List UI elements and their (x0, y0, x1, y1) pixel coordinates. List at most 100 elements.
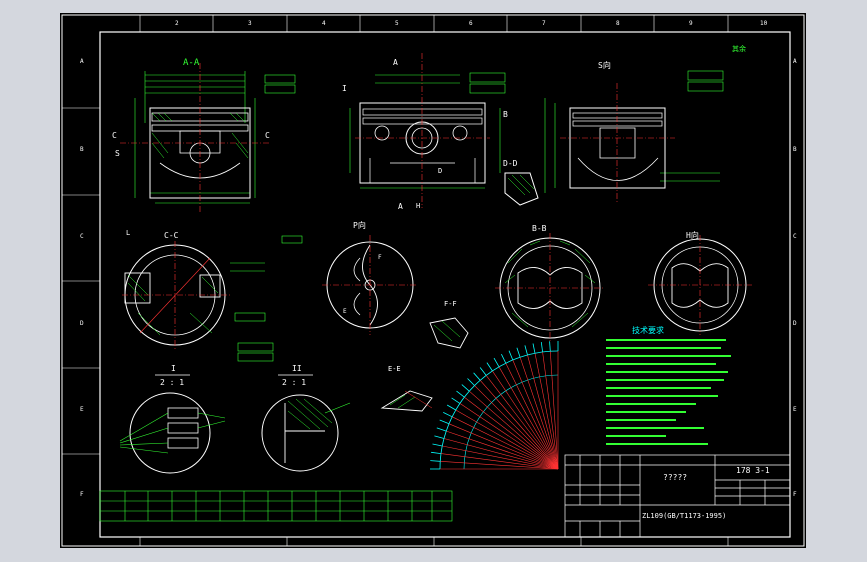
section-aa-view: A-A C C S (112, 58, 296, 213)
fan-tick (486, 362, 493, 372)
fan-ray (464, 396, 559, 470)
section-cc-view: C-C L (122, 229, 274, 362)
zone-row-d-right: D (793, 320, 797, 327)
fan-ray (455, 409, 559, 470)
fan-tick (493, 357, 500, 367)
fan-ray (512, 359, 559, 470)
outer-frame (61, 14, 805, 547)
section-bb-view: B-B (495, 224, 605, 343)
marker-f: F (378, 254, 382, 261)
fan-ray (474, 385, 559, 470)
view-h-title: H向 (686, 230, 699, 240)
fan-ray (550, 351, 559, 470)
fan-tick (446, 404, 456, 411)
fan-tick (461, 384, 470, 392)
cad-drawing: 2 3 4 5 6 7 8 9 10 A B C D E F A B C D E… (61, 14, 805, 547)
zone-row-c-right: C (793, 233, 797, 240)
zone-row-a: A (80, 58, 84, 65)
title-block: ????? 178 3-1 ZL109(GB/T1173-1995) (564, 454, 791, 538)
zone-col-8: 9 (689, 20, 693, 27)
marker-c-left: C (112, 131, 117, 140)
marker-b: B (503, 110, 508, 119)
material-standard: ZL109(GB/T1173-1995) (642, 512, 726, 520)
tech-requirements-title: 技术要求 (632, 325, 664, 335)
fan-tick (434, 435, 445, 439)
fan-ray (440, 461, 559, 470)
detail-ii-title: II (292, 364, 302, 373)
marker-h: H (416, 202, 420, 210)
fan-tick (467, 378, 475, 386)
fan-ray (527, 354, 559, 470)
zone-row-a-right: A (793, 58, 797, 65)
fan-tick (432, 443, 443, 447)
angle-fan (430, 341, 559, 470)
marker-d: D (438, 167, 442, 175)
marker-s: S (115, 149, 120, 158)
marker-l: L (126, 229, 130, 237)
part-name: ????? (663, 473, 687, 482)
zone-col-1: 2 (175, 20, 179, 27)
zone-row-b-right: B (793, 146, 797, 153)
fan-tick (456, 390, 465, 398)
zone-col-9: 10 (760, 20, 768, 27)
drawing-sheet: 2 3 4 5 6 7 8 9 10 A B C D E F A B C D E… (60, 13, 806, 548)
p-view: P向 F E (281, 220, 418, 335)
fan-ray (469, 390, 559, 470)
fan-ray (492, 370, 559, 470)
section-ee-view: E-E (380, 365, 433, 412)
zone-col-3: 4 (322, 20, 326, 27)
zone-row-c: C (80, 233, 84, 240)
section-dd-title: D-D (503, 159, 518, 168)
detail-i-view: I 2 : 1 (119, 364, 226, 474)
marker-e: E (343, 308, 347, 315)
marker-a-top: A (393, 58, 398, 67)
section-bb-title: B-B (532, 224, 547, 233)
fan-tick (501, 354, 507, 364)
detail-i-title: I (171, 364, 176, 373)
section-aa-title: A-A (183, 58, 200, 68)
fan-tick (443, 412, 453, 418)
fan-tick (451, 397, 461, 404)
zone-col-7: 8 (616, 20, 620, 27)
fan-tick (473, 372, 481, 381)
zone-row-d: D (80, 320, 84, 327)
fan-ray (452, 416, 559, 470)
inner-frame (99, 31, 791, 538)
fan-ray (459, 403, 559, 470)
fan-tick (524, 345, 528, 356)
fan-tick (431, 451, 442, 454)
fan-tick (479, 367, 487, 376)
detail-ii-scale: 2 : 1 (282, 378, 306, 387)
fan-tick (430, 460, 441, 462)
view-s-title: S向 (598, 60, 611, 70)
zone-col-2: 3 (248, 20, 252, 27)
s-view: S向 其余 (544, 44, 746, 203)
zone-row-f-right: F (793, 491, 797, 498)
fan-ray (542, 351, 559, 470)
fan-tick (516, 347, 521, 358)
fan-ray (519, 357, 559, 470)
detail-ii-view: II 2 : 1 (261, 364, 351, 472)
fan-tick (540, 342, 543, 353)
fan-ray (440, 453, 559, 470)
fan-tick (439, 419, 450, 425)
section-cc-title: C-C (164, 231, 179, 240)
detail-i-scale: 2 : 1 (160, 378, 184, 387)
tech-requirements: 技术要求 (606, 325, 731, 445)
roughness-note: 其余 (732, 44, 746, 53)
fan-ray (505, 363, 559, 470)
front-view: A I B A H D (342, 53, 508, 211)
zone-row-f: F (80, 491, 84, 498)
fan-ray (446, 430, 559, 470)
zone-labels-left: A B C D E F A B C D E F (80, 58, 797, 498)
fan-ray (442, 445, 559, 470)
fan-tick (508, 350, 514, 361)
section-ee-title: E-E (388, 365, 401, 373)
fan-ray (534, 353, 559, 470)
fan-ray (485, 375, 559, 470)
drawing-number: 178 3-1 (736, 466, 770, 475)
fan-ray (479, 380, 559, 470)
fan-ray (448, 423, 559, 470)
fan-ray (443, 438, 559, 470)
zone-col-5: 6 (469, 20, 473, 27)
